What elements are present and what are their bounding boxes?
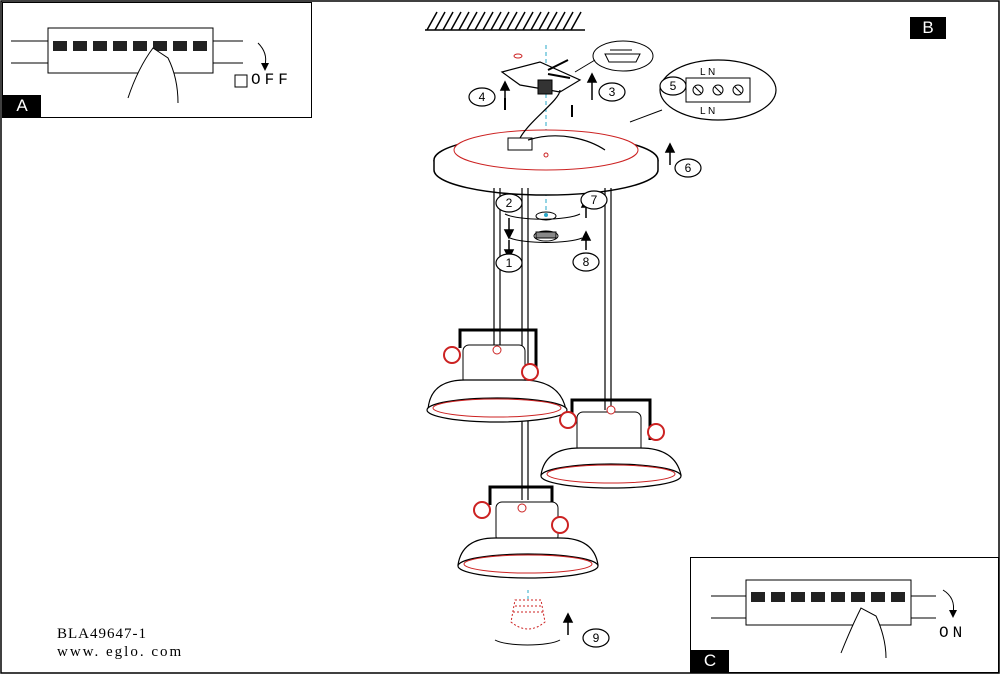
- terminal-block-callout: [629, 59, 777, 123]
- step-1-label: 1: [506, 256, 513, 270]
- step-2-label: 2: [506, 196, 513, 210]
- lamp-shade-bottom: [457, 485, 599, 579]
- terminal-label-bottom: L N: [700, 106, 715, 117]
- step-9-label: 9: [593, 631, 600, 645]
- step-4-label: 4: [479, 90, 486, 104]
- mounting-bracket: [500, 53, 582, 117]
- breaker-box-on: [711, 579, 957, 659]
- panel-b-tag: B: [910, 17, 946, 39]
- cord-nuts: [504, 211, 583, 243]
- off-label: OFF: [251, 71, 292, 89]
- step-3-label: 3: [609, 85, 616, 99]
- panel-a-tag: A: [3, 95, 41, 117]
- step-5-label: 5: [670, 79, 677, 93]
- wall-plug-callout: [574, 40, 654, 73]
- step-8-label: 8: [583, 255, 590, 269]
- panel-a: OFF A: [2, 2, 312, 118]
- on-label: ON: [939, 624, 967, 642]
- step-7-label: 7: [591, 193, 598, 207]
- panel-c: ON C: [690, 557, 999, 673]
- lamp-shade-left: [426, 328, 568, 423]
- ceiling-canopy: [433, 89, 659, 196]
- step-6-label: 6: [685, 161, 692, 175]
- breaker-box-off: [11, 27, 269, 104]
- terminal-label-top: L N: [700, 67, 715, 78]
- panel-c-tag: C: [691, 650, 729, 672]
- ceiling-hatch: [425, 11, 585, 31]
- lamp-shade-right: [540, 398, 682, 489]
- bulb: [494, 599, 561, 646]
- step-circles: [468, 76, 702, 648]
- model-code: BLA49647-1: [57, 626, 147, 642]
- website-link[interactable]: www. eglo. com: [57, 644, 184, 660]
